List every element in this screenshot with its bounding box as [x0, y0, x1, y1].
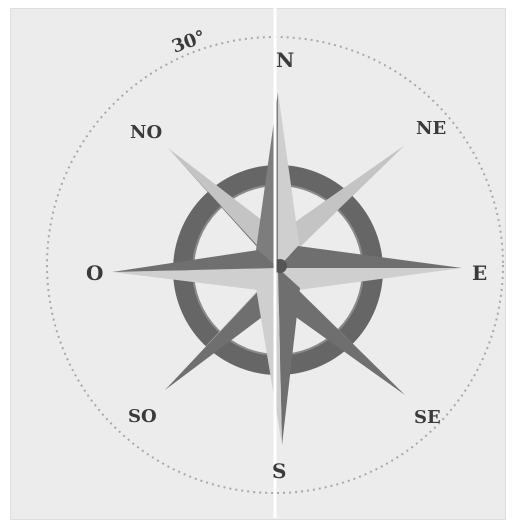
label-west: O	[86, 261, 103, 285]
label-south: S	[272, 459, 286, 483]
label-northeast: NE	[416, 118, 446, 139]
label-east: E	[472, 261, 487, 285]
label-southeast: SE	[414, 407, 441, 428]
label-northwest: NO	[130, 122, 162, 143]
label-angle: 30°	[169, 26, 208, 57]
cardinal-star-arms	[112, 92, 462, 445]
label-southwest: SO	[128, 406, 157, 427]
label-north: N	[276, 48, 294, 72]
